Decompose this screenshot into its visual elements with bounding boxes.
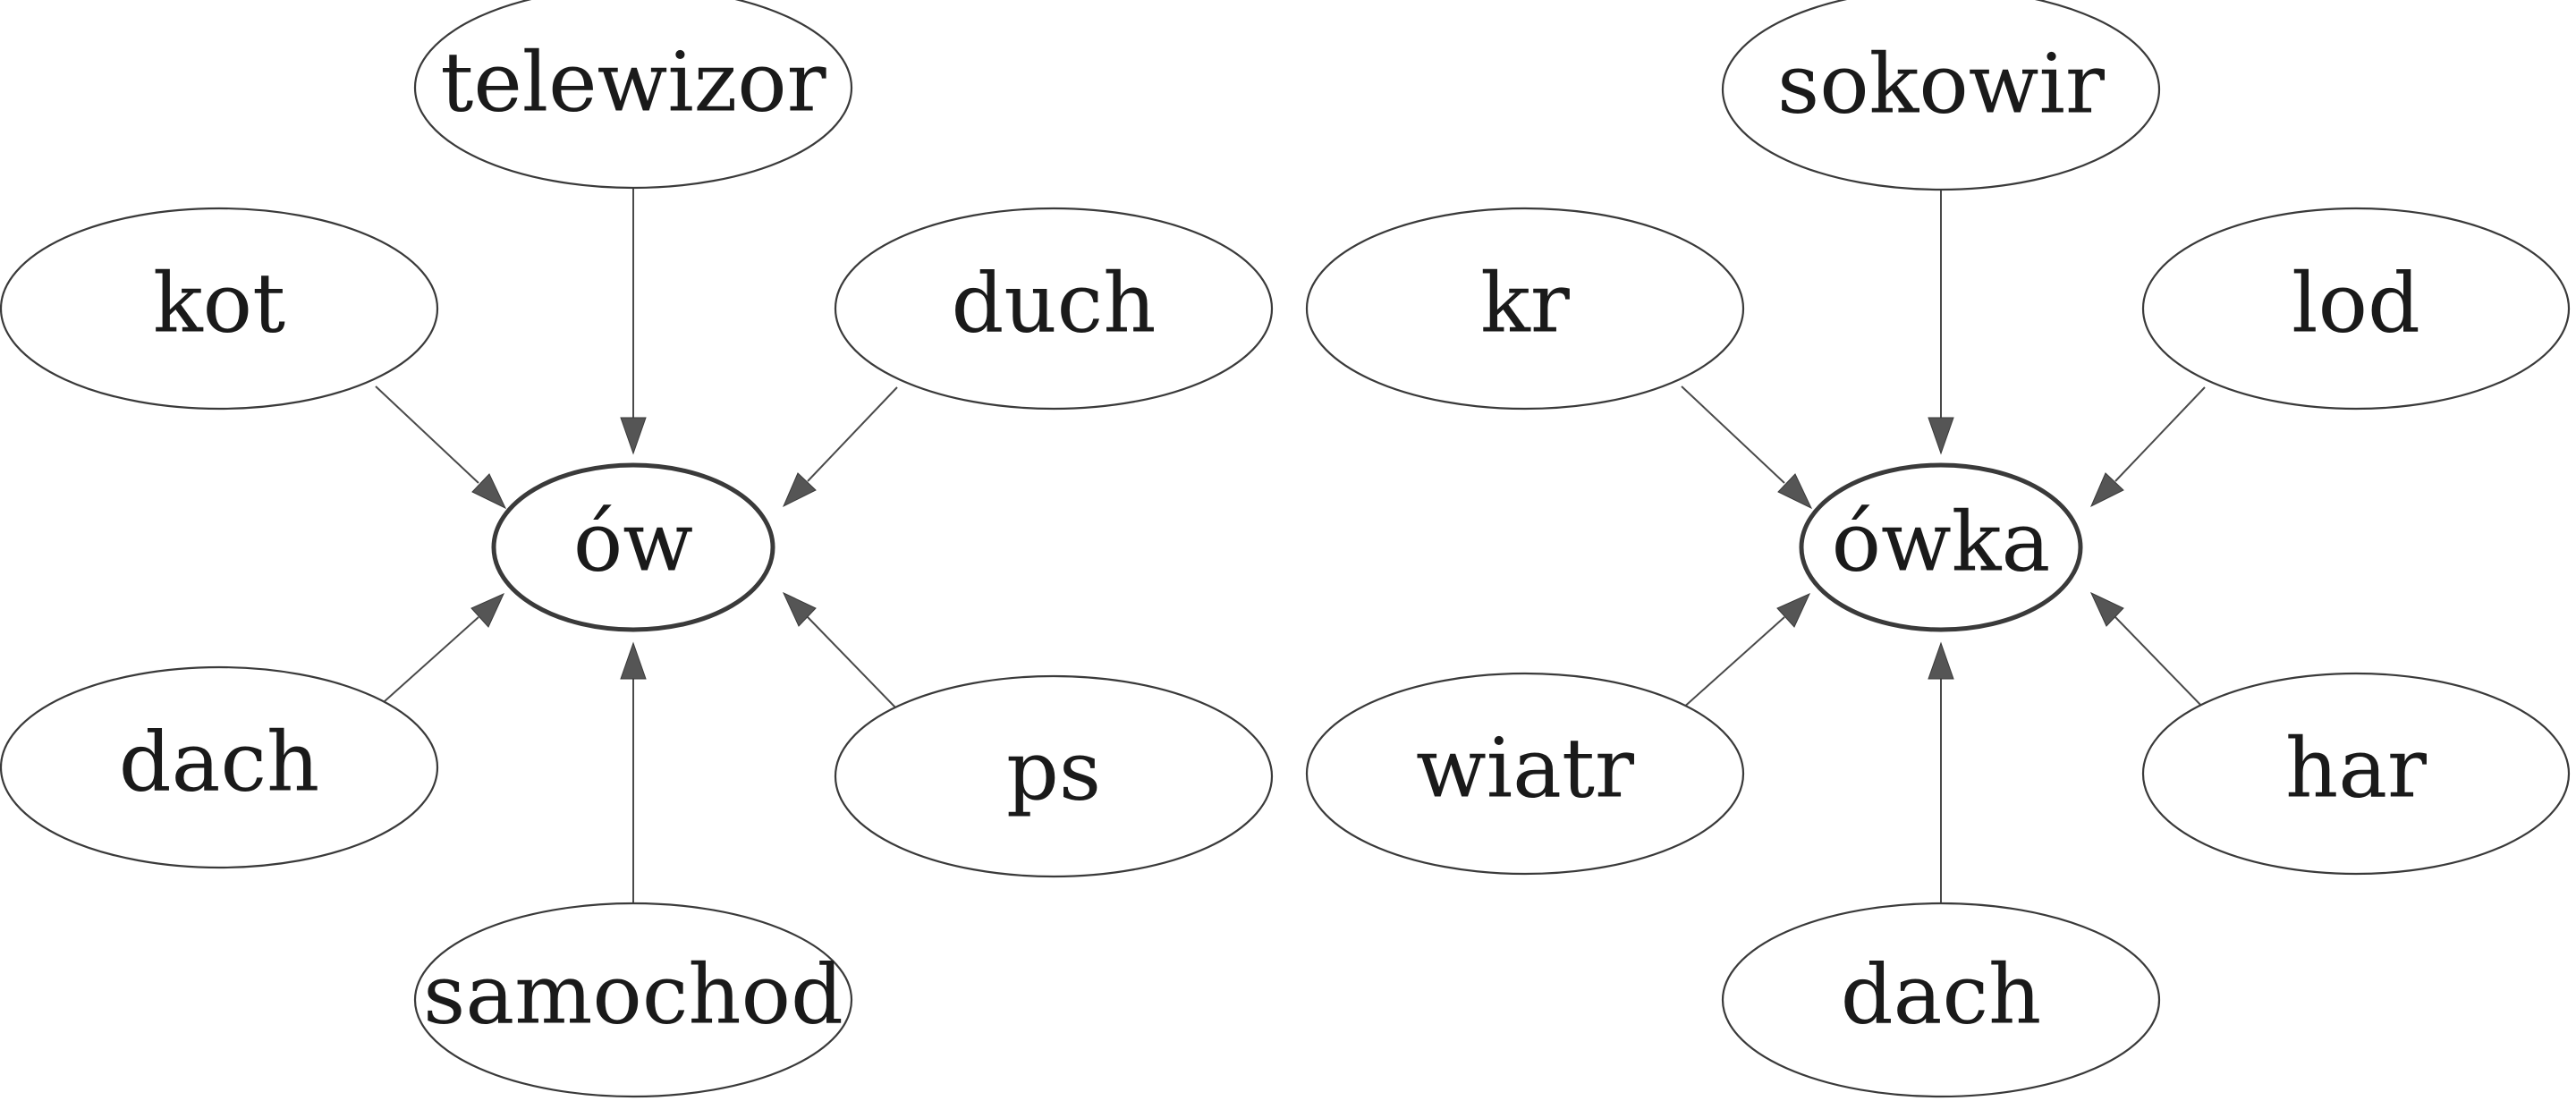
node-kot: kot: [0, 207, 439, 411]
edge-wiatr-to-owka: [1681, 593, 1811, 710]
edge-ps-to-ow: [782, 591, 898, 710]
node-label-kr: kr: [1480, 256, 1570, 351]
edge-samochod-to-ow: [620, 641, 647, 910]
node-dach: dach: [0, 665, 439, 869]
center-node-owka: ówka: [1799, 462, 2083, 632]
node-label-duch: duch: [952, 256, 1157, 351]
node-label-har: har: [2285, 721, 2427, 817]
diagram-owka: ówka sokowir kr lod wiatr har dach: [1305, 0, 2571, 1098]
node-kr: kr: [1305, 207, 1745, 411]
node-label-dach: dach: [119, 715, 320, 810]
center-node-ow: ów: [491, 462, 775, 632]
node-duch: duch: [834, 207, 1274, 411]
node-har: har: [2141, 672, 2571, 876]
node-label-telewizor: telewizor: [440, 35, 826, 131]
center-label-owka: ówka: [1832, 495, 2051, 590]
node-label-wiatr: wiatr: [1416, 721, 1634, 817]
edge-sokowir-to-owka: [1928, 188, 1954, 455]
edge-har-to-owka: [2089, 591, 2206, 710]
edge-dach-to-ow: [375, 593, 505, 710]
node-label-ps: ps: [1006, 724, 1101, 819]
node-lod: lod: [2141, 207, 2571, 411]
node-samochod: samochod: [413, 902, 853, 1098]
edge-kr-to-owka: [1681, 385, 1813, 510]
node-telewizor: telewizor: [413, 0, 853, 190]
diagram-ow: ów telewizor kot duch dach ps samochod: [0, 0, 1274, 1098]
node-label-samochod: samochod: [423, 947, 843, 1043]
node-label-kot: kot: [153, 256, 285, 351]
edge-dach-to-owka: [1928, 641, 1954, 910]
center-label-ow: ów: [573, 495, 693, 590]
node-label-dach-2: dach: [1841, 947, 2042, 1043]
node-sokowir: sokowir: [1721, 0, 2161, 191]
edge-duch-to-ow: [782, 386, 898, 508]
node-dach-2: dach: [1721, 902, 2161, 1098]
edge-kot-to-ow: [375, 385, 507, 510]
node-label-sokowir: sokowir: [1777, 37, 2105, 132]
node-wiatr: wiatr: [1305, 672, 1745, 876]
node-label-lod: lod: [2292, 256, 2420, 351]
node-ps: ps: [834, 674, 1274, 878]
edge-telewizor-to-ow: [620, 188, 647, 455]
edge-lod-to-owka: [2089, 386, 2206, 508]
